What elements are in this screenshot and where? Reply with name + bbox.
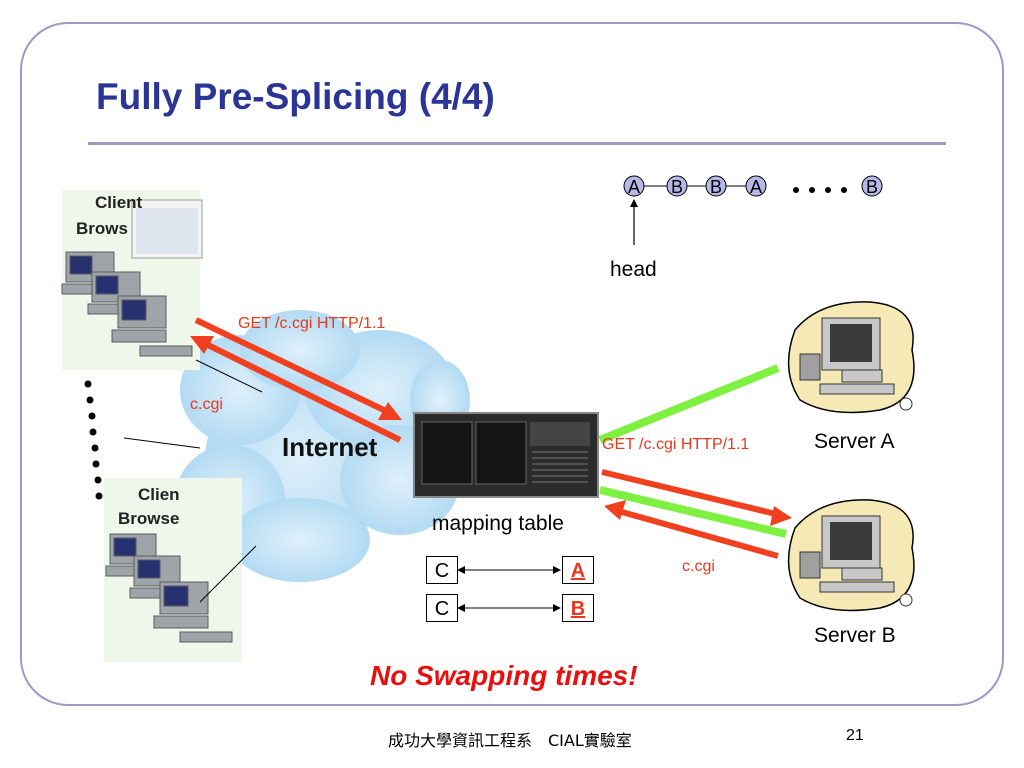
request-arrow-left bbox=[194, 317, 402, 420]
sequence-label-4: A bbox=[750, 177, 762, 197]
head-label: head bbox=[610, 258, 657, 281]
tagline: No Swapping times! bbox=[370, 660, 638, 691]
request-arrow-right bbox=[601, 469, 792, 526]
sequence-node-5 bbox=[861, 175, 883, 197]
sequence-node-1 bbox=[623, 175, 645, 197]
sequence-node-2 bbox=[666, 175, 688, 197]
mapping-row-2-to: B bbox=[562, 594, 594, 622]
dispatcher-server bbox=[413, 412, 599, 498]
client-group-top bbox=[61, 190, 203, 370]
response-arrow-left bbox=[190, 336, 402, 443]
client-top-label-1: Client bbox=[95, 193, 143, 212]
server-a-icon bbox=[787, 301, 915, 414]
internet-label: Internet bbox=[282, 432, 378, 462]
client-bottom-label-1: Clien bbox=[138, 485, 180, 504]
server-b-label: Server B bbox=[814, 624, 896, 647]
sequence-label-5: B bbox=[866, 177, 878, 197]
request-label-right: GET /c.cgi HTTP/1.1 bbox=[602, 436, 750, 453]
client-connectors bbox=[123, 359, 263, 603]
server-a-label: Server A bbox=[814, 430, 895, 453]
mapping-table-label: mapping table bbox=[432, 512, 564, 535]
client-group-bottom bbox=[104, 478, 242, 662]
response-arrow-right bbox=[604, 500, 779, 559]
sequence-node-4 bbox=[745, 175, 767, 197]
more-clients-dots bbox=[84, 380, 103, 500]
mapping-row-1-from: C bbox=[426, 556, 458, 584]
sequence-node-3 bbox=[705, 175, 727, 197]
response-label-right: c.cgi bbox=[682, 558, 715, 575]
mapping-row-1-to: A bbox=[562, 556, 594, 584]
client-top-label-2: Brows bbox=[76, 219, 128, 238]
sequence-label-3: B bbox=[710, 177, 722, 197]
link-server-b bbox=[599, 486, 787, 538]
computer-icon bbox=[61, 251, 193, 357]
sequence-label-2: B bbox=[671, 177, 683, 197]
server-b-icon bbox=[787, 499, 915, 612]
client-bottom-label-2: Browse bbox=[118, 509, 179, 528]
computer-icon bbox=[105, 533, 233, 643]
slide-frame bbox=[20, 22, 1004, 706]
request-label-left: GET /c.cgi HTTP/1.1 bbox=[238, 315, 386, 332]
slide-title: Fully Pre-Splicing (4/4) bbox=[96, 76, 495, 117]
server-sequence: A B B A B bbox=[623, 175, 883, 245]
title-rule bbox=[88, 142, 946, 145]
page-number: 21 bbox=[846, 727, 864, 744]
response-label-left: c.cgi bbox=[190, 396, 223, 413]
sequence-label-1: A bbox=[628, 177, 640, 197]
footer-text: 成功大學資訊工程系 CIAL實驗室 bbox=[388, 731, 632, 750]
mapping-row-2-from: C bbox=[426, 594, 458, 622]
link-server-a bbox=[598, 364, 780, 444]
